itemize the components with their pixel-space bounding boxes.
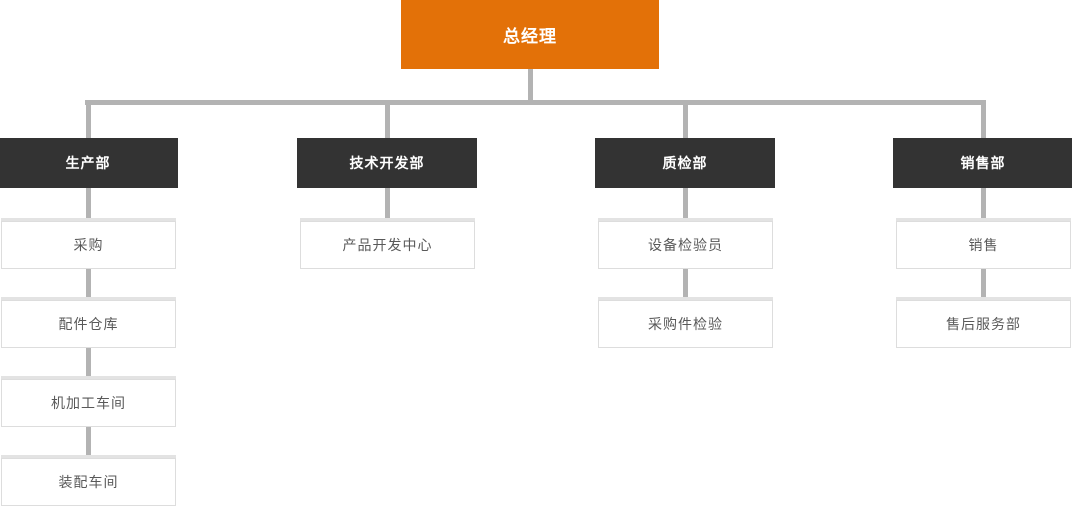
org-node-tech-development-dept: 技术开发部 xyxy=(297,138,477,188)
org-node-general-manager: 总经理 xyxy=(401,0,659,69)
connector-root-stub xyxy=(527,69,533,100)
org-node-product-development-center: 产品开发中心 xyxy=(300,221,475,269)
org-node-sales: 销售 xyxy=(896,221,1071,269)
connector-col2-seg1 xyxy=(384,188,390,221)
org-node-parts-warehouse: 配件仓库 xyxy=(1,300,176,348)
connector-col1-seg1 xyxy=(85,188,91,221)
org-node-after-sales-service-dept: 售后服务部 xyxy=(896,300,1071,348)
org-node-assembly-workshop: 装配车间 xyxy=(1,458,176,506)
connector-col3-seg1 xyxy=(682,188,688,221)
connector-col4-seg2 xyxy=(980,269,986,300)
org-node-equipment-inspector: 设备检验员 xyxy=(598,221,773,269)
org-node-purchased-parts-inspection: 采购件检验 xyxy=(598,300,773,348)
connector-col1-seg4 xyxy=(85,427,91,458)
connector-col1-seg3 xyxy=(85,348,91,379)
connector-col1-top xyxy=(85,100,91,138)
connector-col2-top xyxy=(384,100,390,138)
org-node-procurement: 采购 xyxy=(1,221,176,269)
connector-col4-top xyxy=(980,100,986,138)
org-node-quality-inspection-dept: 质检部 xyxy=(595,138,775,188)
connector-col3-seg2 xyxy=(682,269,688,300)
org-node-production-dept: 生产部 xyxy=(0,138,178,188)
connector-col1-seg2 xyxy=(85,269,91,300)
org-node-sales-dept: 销售部 xyxy=(893,138,1072,188)
connector-horizontal-bar xyxy=(85,100,986,105)
connector-col4-seg1 xyxy=(980,188,986,221)
org-node-machining-workshop: 机加工车间 xyxy=(1,379,176,427)
connector-col3-top xyxy=(682,100,688,138)
